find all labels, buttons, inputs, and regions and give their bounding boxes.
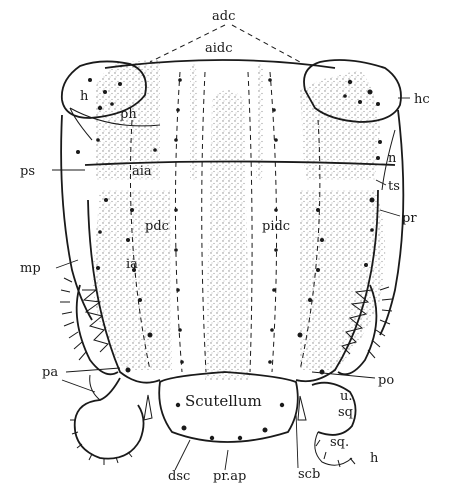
label-sq-upper: sq: [338, 405, 353, 420]
label-ph: ph: [120, 107, 137, 122]
label-hc: hc: [414, 92, 430, 107]
label-aidc: aidc: [205, 41, 233, 56]
label-pr: pr: [402, 211, 417, 226]
label-h: h: [80, 89, 89, 104]
label-scb: scb: [298, 467, 320, 482]
label-dsc: dsc: [168, 469, 190, 483]
label-scutellum: Scutellum: [185, 392, 262, 410]
label-pdc: pdc: [145, 219, 169, 234]
label-mp: mp: [20, 261, 41, 276]
label-sq-lower: sq.: [330, 435, 349, 450]
label-n: n: [388, 151, 397, 166]
label-pa: pa: [42, 365, 58, 380]
label-pidc: pidc: [262, 219, 290, 234]
label-ps: ps: [20, 164, 35, 179]
label-h-lower: h: [370, 451, 379, 466]
label-po: po: [378, 373, 394, 388]
label-aia: aia: [132, 164, 152, 179]
label-pr-ap: pr.ap: [213, 469, 246, 483]
label-u: u.: [340, 389, 353, 404]
label-ts: ts: [388, 179, 400, 194]
label-adc: adc: [212, 9, 235, 24]
label-ia: ia: [126, 257, 138, 272]
